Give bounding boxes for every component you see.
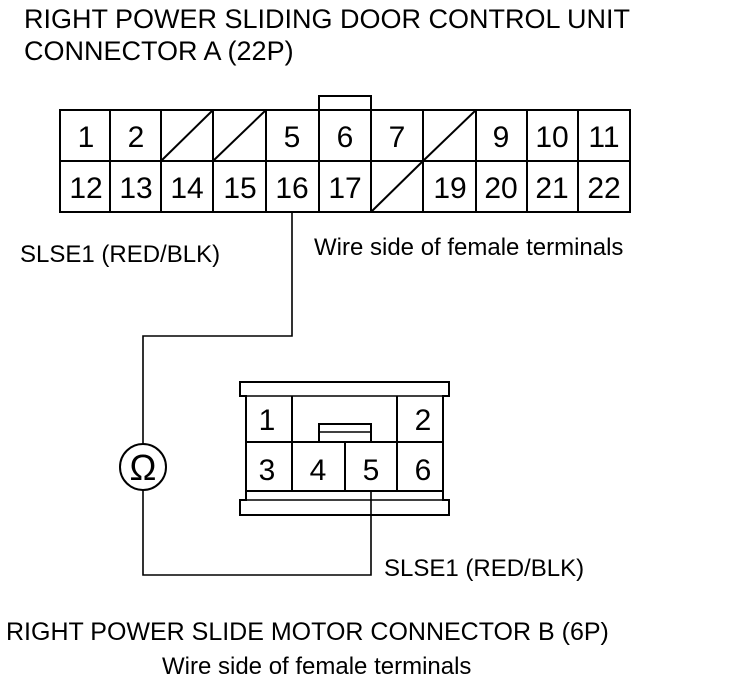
connector-a-row1-pins: 1 2 5 6 7 9 10 11 (78, 121, 620, 154)
empty-cavity-18-slash (370, 160, 424, 213)
empty-cavity-3-slash (160, 109, 214, 162)
pin-b-4: 4 (310, 454, 327, 487)
ohmmeter-icon (119, 443, 167, 491)
pin-a-20: 20 (484, 172, 517, 205)
pin-a-5: 5 (284, 121, 301, 154)
wire-label-b: SLSE1 (RED/BLK) (384, 555, 584, 582)
pin-a-19: 19 (433, 172, 466, 205)
pin-a-1: 1 (78, 121, 95, 154)
pin-b-3: 3 (259, 454, 276, 487)
pin-a-21: 21 (535, 172, 568, 205)
empty-cavity-8-slash (422, 109, 477, 162)
connector-a-row2-pins: 12 13 14 15 16 17 19 20 21 22 (69, 172, 620, 205)
pin-a-6: 6 (337, 121, 354, 154)
pin-b-5: 5 (363, 454, 380, 487)
test-wire (142, 212, 372, 576)
pin-a-22: 22 (587, 172, 620, 205)
pin-a-12: 12 (69, 172, 102, 205)
connector-a (59, 95, 631, 213)
pin-b-1: 1 (259, 404, 276, 437)
wire-label-a: SLSE1 (RED/BLK) (20, 241, 220, 268)
connector-a-lock-tab (318, 95, 372, 110)
connector-a-title-line2: CONNECTOR A (22P) (24, 36, 294, 66)
pin-a-10: 10 (535, 121, 568, 154)
pin-a-14: 14 (170, 172, 203, 205)
pin-a-16: 16 (275, 172, 308, 205)
pin-a-15: 15 (223, 172, 256, 205)
pin-b-2: 2 (415, 404, 432, 437)
wire-to-pin-b-5 (142, 490, 372, 576)
pin-a-17: 17 (328, 172, 361, 205)
pin-b-6: 6 (415, 454, 432, 487)
ohm-symbol: Ω (130, 447, 157, 488)
pin-a-2: 2 (128, 121, 145, 154)
wire-from-pin-a-16 (142, 212, 293, 444)
connector-a-wire-side-label: Wire side of female terminals (314, 234, 623, 261)
empty-cavity-4-slash (212, 109, 267, 162)
connector-a-title-line1: RIGHT POWER SLIDING DOOR CONTROL UNIT (24, 4, 630, 34)
pin-a-7: 7 (389, 121, 406, 154)
connector-b-subtitle: Wire side of female terminals (162, 653, 471, 680)
connector-b-title: RIGHT POWER SLIDE MOTOR CONNECTOR B (6P) (6, 618, 609, 646)
connector-b-lock-tab (292, 423, 397, 443)
connector-b-pins: 1 2 3 4 5 6 (259, 404, 432, 487)
pin-a-13: 13 (119, 172, 152, 205)
pin-a-9: 9 (493, 121, 510, 154)
pin-a-11: 11 (588, 121, 619, 154)
connector-b (239, 381, 450, 516)
